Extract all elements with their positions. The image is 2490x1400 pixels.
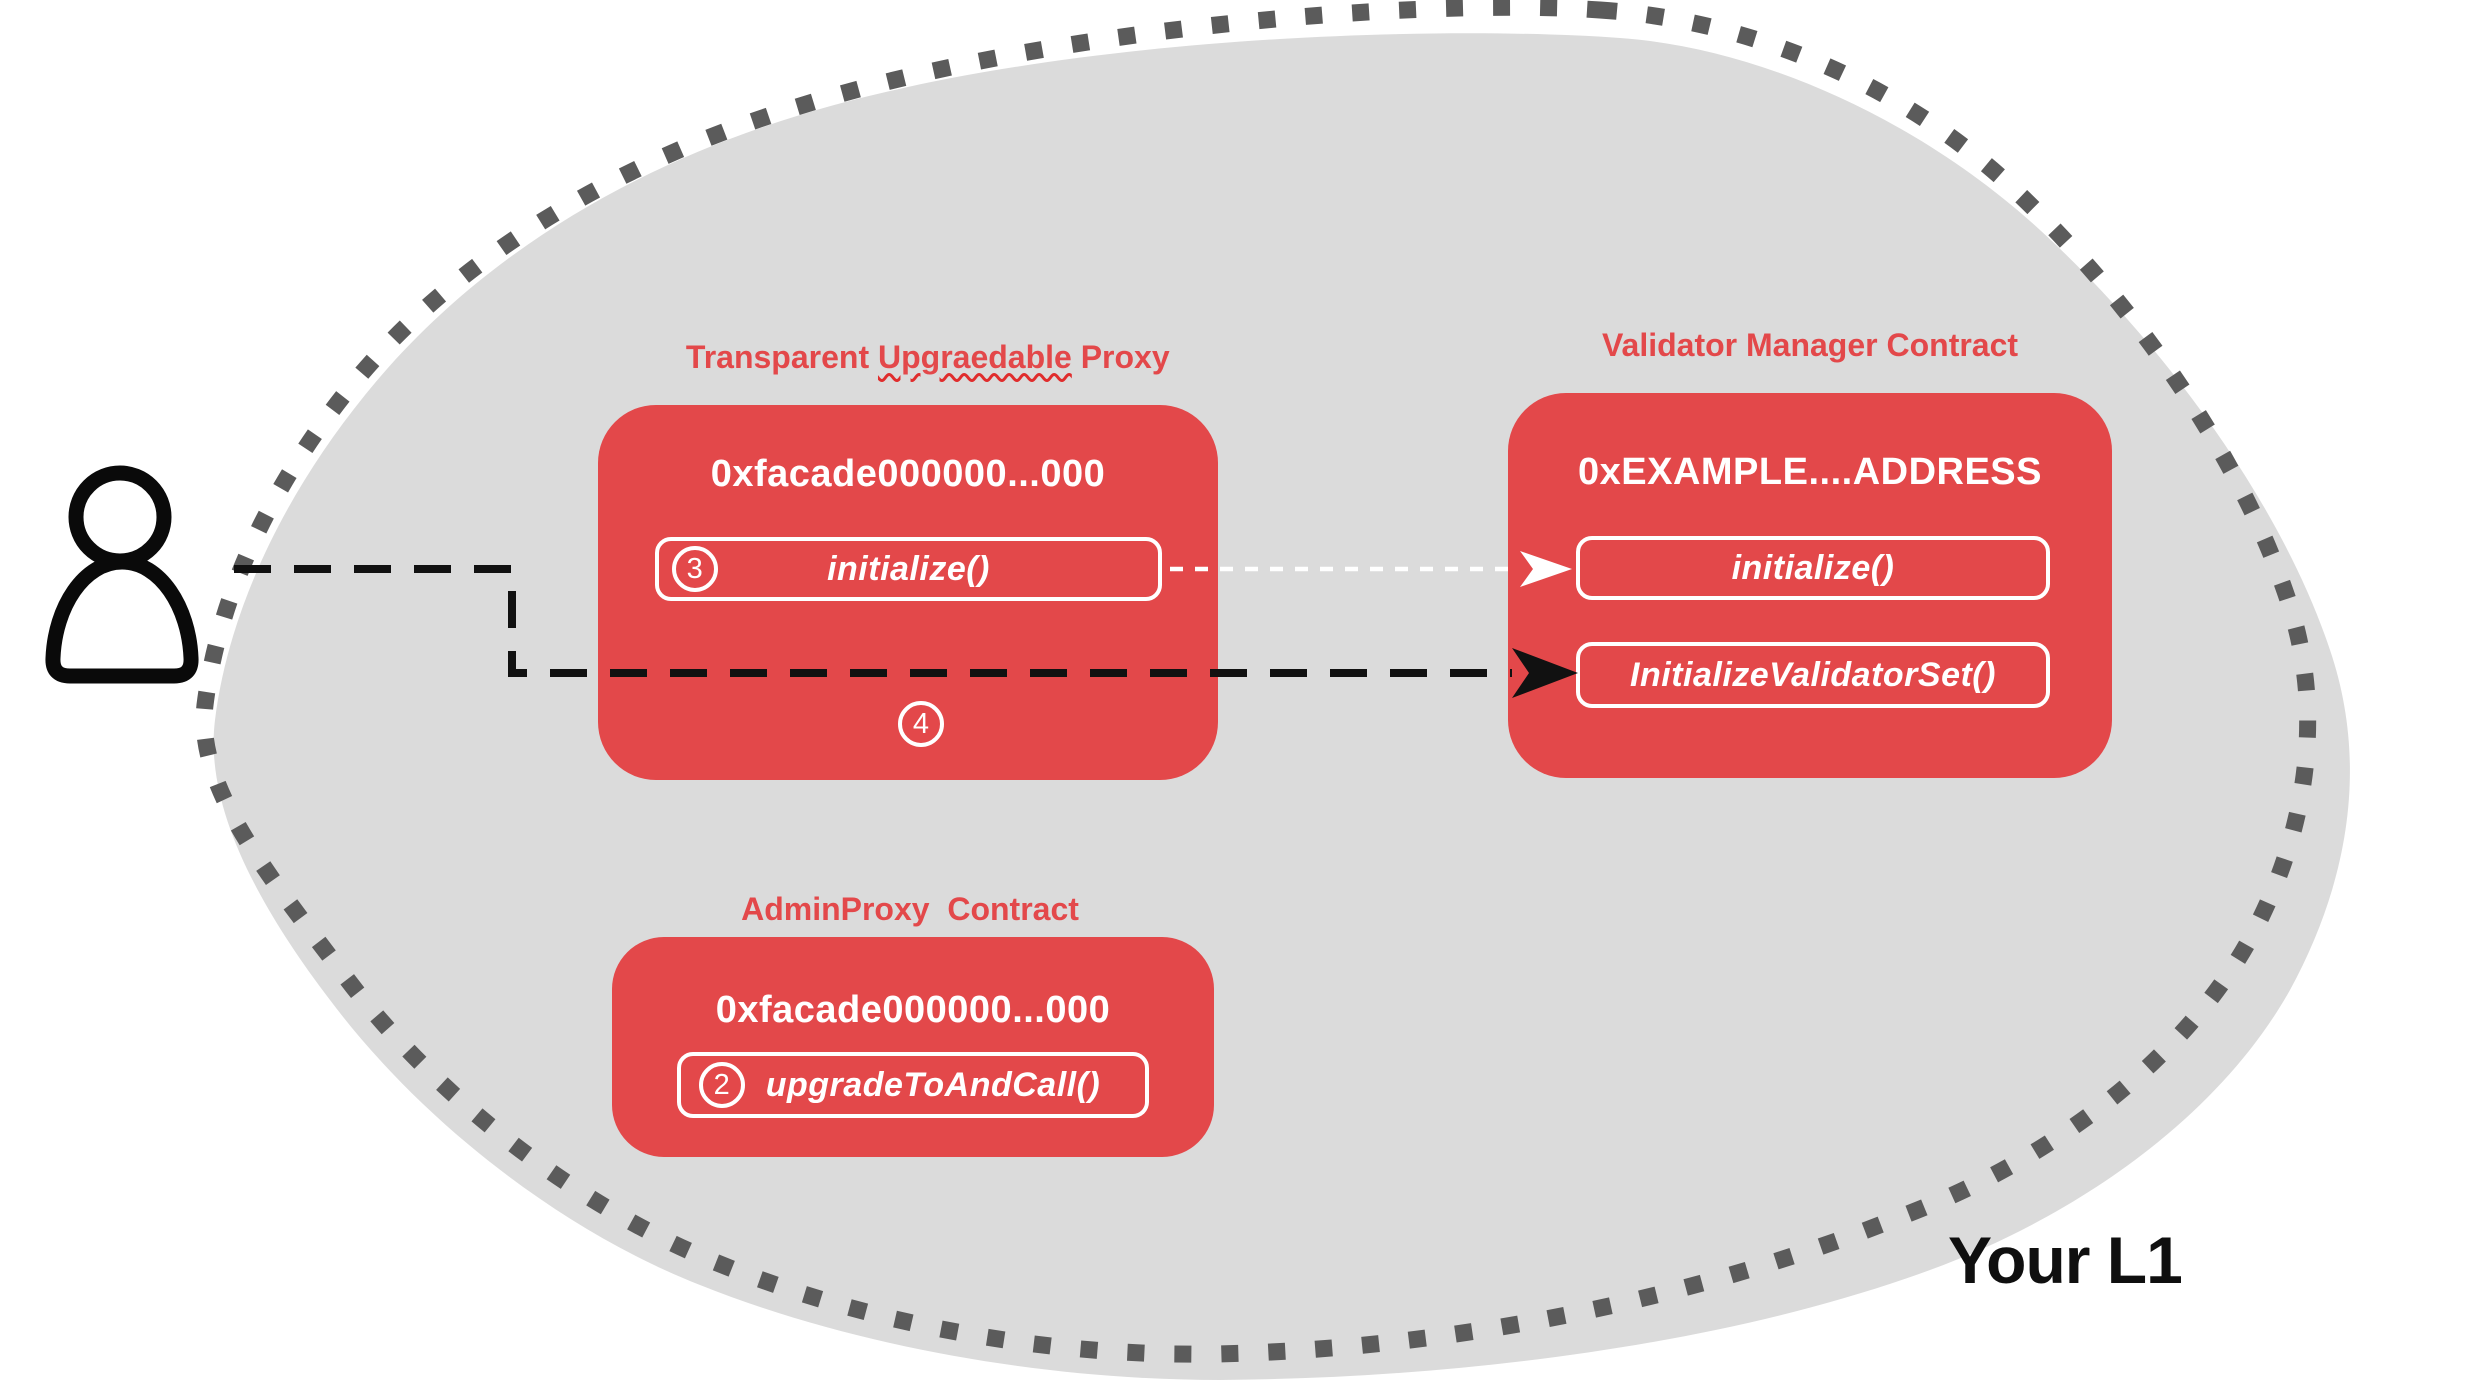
admin-upgradetoandcall-method: 2 upgradeToAndCall() — [677, 1052, 1149, 1118]
admin-upgradetoandcall-label: upgradeToAndCall() — [765, 1065, 1101, 1104]
proxy-contract-address: 0xfacade000000...000 — [710, 453, 1106, 495]
admin-proxy-contract-title: AdminProxy Contract — [741, 891, 1079, 927]
region-label: Your L1 — [1948, 1223, 2183, 1297]
person-icon — [45, 465, 199, 684]
proxy-initialize-label: initialize() — [827, 549, 990, 588]
validator-contract-card: 0xEXAMPLE....ADDRESS initialize() Initia… — [1508, 393, 2112, 778]
proxy-contract-card: 0xfacade000000...000 3 initialize() 4 — [598, 405, 1218, 780]
validator-contract-address: 0xEXAMPLE....ADDRESS — [1578, 451, 2042, 493]
proxy-title-part2: Proxy — [1071, 339, 1170, 375]
proxy-title-part1: Transparent — [685, 339, 878, 375]
proxy-initialize-method: 3 initialize() — [655, 537, 1162, 601]
validator-initializevalidatorset-method: InitializeValidatorSet() — [1576, 642, 2050, 708]
admin-proxy-contract-card: 0xfacade000000...000 2 upgradeToAndCall(… — [612, 937, 1214, 1157]
validator-initializevalidatorset-label: InitializeValidatorSet() — [1630, 655, 1996, 694]
step-4-badge: 4 — [898, 701, 944, 747]
validator-initialize-method: initialize() — [1576, 536, 2050, 600]
proxy-title-misspelled-word: Upgraedable — [877, 339, 1072, 375]
step-2-badge: 2 — [699, 1062, 745, 1108]
step-3-badge: 3 — [672, 546, 718, 592]
validator-contract-title: Validator Manager Contract — [1601, 327, 2019, 363]
validator-initialize-label: initialize() — [1731, 548, 1895, 587]
admin-proxy-contract-address: 0xfacade000000...000 — [715, 989, 1111, 1031]
